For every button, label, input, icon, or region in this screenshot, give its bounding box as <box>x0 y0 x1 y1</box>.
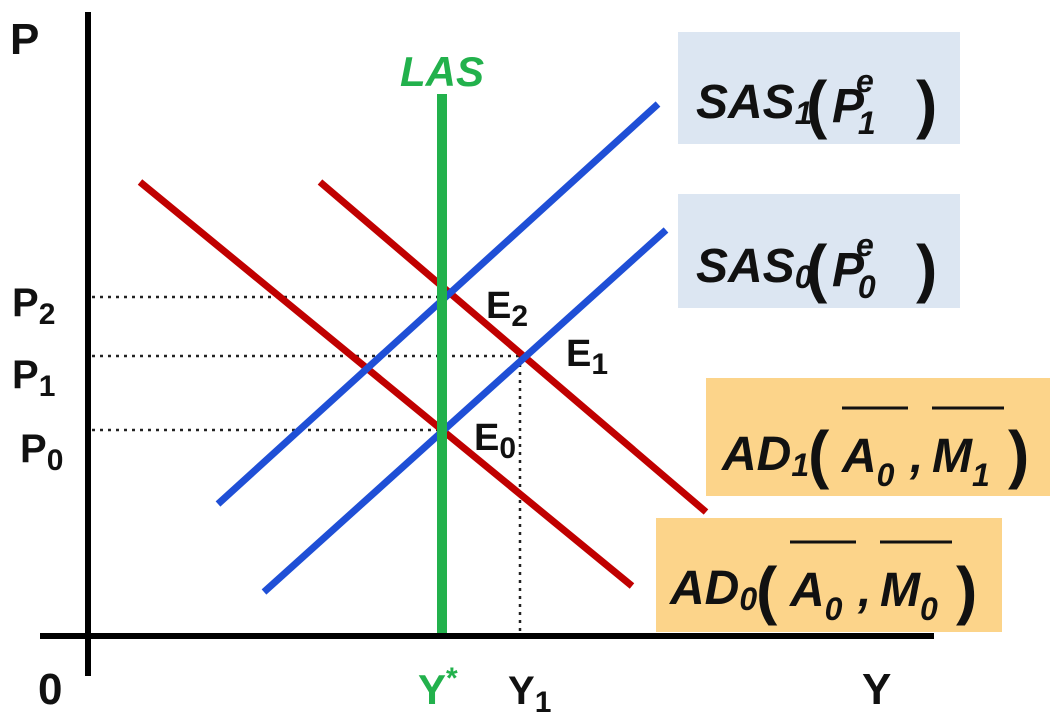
y-axis-label: P <box>10 15 39 64</box>
p2-label: P2 <box>12 281 55 331</box>
e2-label: E2 <box>486 285 528 333</box>
y1-label: Y1 <box>508 669 551 718</box>
ystar-label: Y* <box>418 662 458 713</box>
sas1-open-paren: ( <box>806 68 828 140</box>
ad0-comma: , <box>857 564 871 617</box>
ad1-label: AD1 <box>721 428 809 483</box>
p0-label: P0 <box>20 427 63 477</box>
sas0-curve <box>261 227 669 595</box>
ad1-close-paren: ) <box>1008 418 1029 490</box>
origin-label: 0 <box>38 665 62 714</box>
ad1-comma: , <box>909 430 923 483</box>
ad1-open-paren: ( <box>808 418 830 490</box>
sas0-open-paren: ( <box>806 232 828 304</box>
sas0-label: SAS0 <box>696 240 813 295</box>
ad0-curve <box>137 179 635 589</box>
sas0-close-paren: ) <box>916 232 937 304</box>
ad0-open-paren: ( <box>756 554 778 626</box>
sas1-close-paren: ) <box>916 68 937 140</box>
las-label: LAS <box>400 48 484 95</box>
sas1-label-box <box>678 32 960 144</box>
ad1-m-argument: M1 <box>932 430 990 493</box>
e1-label: E1 <box>566 333 608 381</box>
ad0-close-paren: ) <box>956 554 977 626</box>
sas1-label: SAS1 <box>696 76 813 131</box>
ad1-label-box <box>706 378 1050 496</box>
ad0-label-box <box>656 518 1002 632</box>
e0-label: E0 <box>474 417 516 465</box>
ad1-curve <box>317 179 709 515</box>
x-axis-label: Y <box>862 665 891 714</box>
ad0-label: AD0 <box>669 562 757 617</box>
ad0-a-argument: A0 <box>789 564 843 627</box>
p1-label: P1 <box>12 353 55 403</box>
sas0-label-box <box>678 194 960 308</box>
ad0-m-argument: M0 <box>880 564 938 627</box>
ad1-a-argument: A0 <box>841 430 895 493</box>
